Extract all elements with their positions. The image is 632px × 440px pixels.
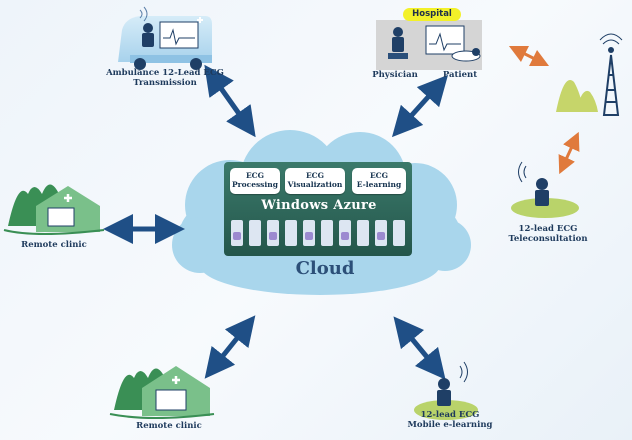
ambulance-label-line1: Ambulance 12-Lead ECG <box>106 68 224 78</box>
service-line: ECG <box>305 171 325 181</box>
arrow-hospital <box>391 74 449 138</box>
ambulance-icon <box>118 6 212 70</box>
service-line: ECG <box>369 171 389 181</box>
service-ecg-processing: ECG Processing <box>230 168 280 194</box>
service-ecg-elearning: ECG E-learning <box>352 168 406 194</box>
service-line: Visualization <box>287 180 343 189</box>
clinic-left-label: Remote clinic <box>21 240 87 250</box>
teleconsult-icon <box>511 161 579 218</box>
connection-arrows <box>103 64 449 380</box>
teleconsult-label-line2: Teleconsultation <box>508 234 588 245</box>
arrow-ambulance <box>204 64 256 138</box>
hospital-room-icon <box>376 20 482 70</box>
service-line: Processing <box>232 180 278 189</box>
cloud-label: Cloud <box>295 258 355 279</box>
arrow-mobile <box>393 316 446 380</box>
service-line: ECG <box>245 171 265 181</box>
teleconsult-label: 12-lead ECG Teleconsultation <box>500 224 596 244</box>
patient-label: Patient <box>442 70 478 80</box>
server-rack <box>231 220 405 246</box>
mobile-label-line1: 12-lead ECG <box>420 410 480 420</box>
service-ecg-visualization: ECG Visualization <box>285 168 345 194</box>
mobile-learner-icon <box>414 361 478 420</box>
service-line: E-learning <box>356 180 402 189</box>
tower-icon <box>556 33 623 116</box>
mobile-label-line2: Mobile e-learning <box>407 420 493 431</box>
mobile-label: 12-lead ECG Mobile e-learning <box>398 410 502 430</box>
arrow-clinic-bottom <box>204 315 256 379</box>
ambulance-label-line2: Transmission <box>133 78 197 89</box>
hospital-badge: Hospital <box>403 8 461 21</box>
ambulance-label: Ambulance 12-Lead ECG Transmission <box>100 68 230 88</box>
clinic-bottom-icon <box>109 366 215 419</box>
orange-arrows <box>508 45 580 175</box>
clinic-left-icon <box>3 184 105 235</box>
platform-title: Windows Azure <box>261 198 377 213</box>
clinic-bottom-label: Remote clinic <box>136 421 202 431</box>
teleconsult-label-line1: 12-lead ECG <box>518 224 578 234</box>
physician-label: Physician <box>372 70 418 80</box>
